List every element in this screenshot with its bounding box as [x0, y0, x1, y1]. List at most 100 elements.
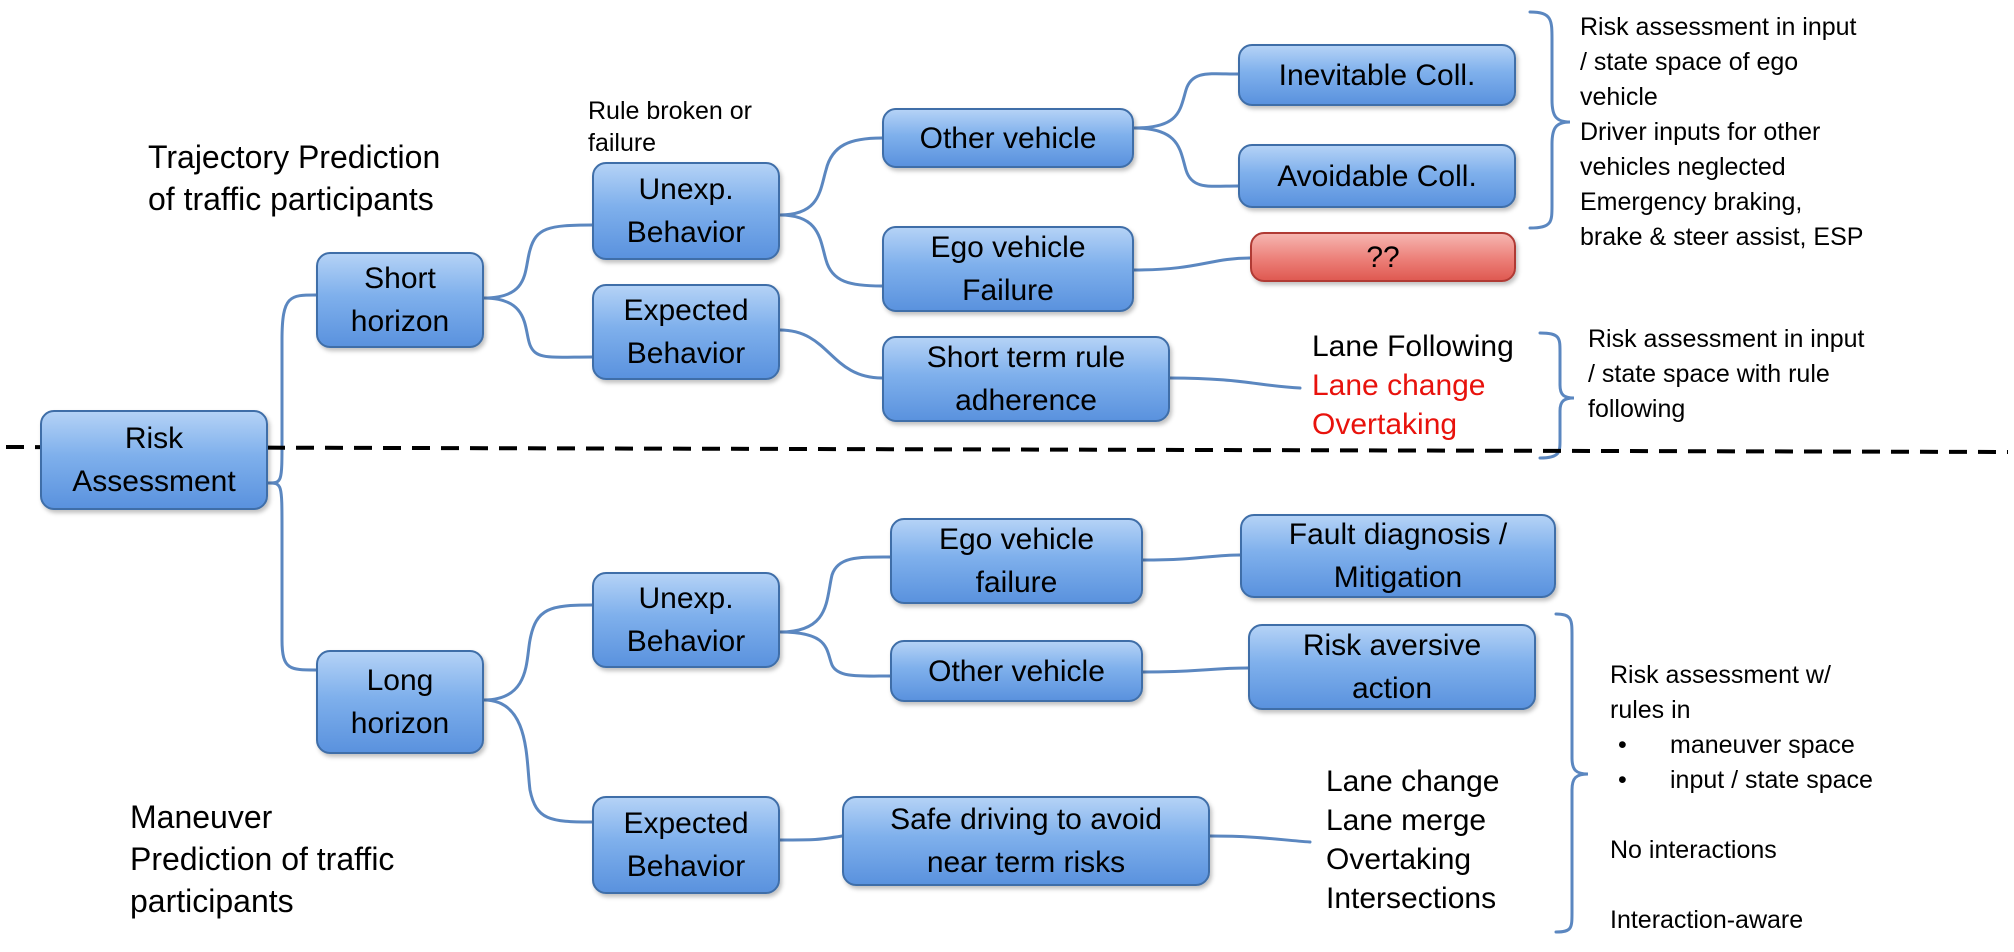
- node-safe-driving: Safe driving to avoid near term risks: [842, 796, 1210, 886]
- node-risk-aversive-line-2: action: [1351, 672, 1433, 705]
- mid-maneuver-lane-following: Lane Following: [1312, 330, 1514, 363]
- heading-maneuver: Maneuver Prediction of traffic participa…: [130, 796, 394, 922]
- connector-safe-maneuvers: [1208, 834, 1312, 844]
- node-fault-diagnosis-line-2: Mitigation: [1333, 561, 1463, 594]
- node-short-unexp-line-2: Behavior: [626, 216, 746, 249]
- node-short-term-rule-line-1: Short term rule: [926, 341, 1126, 374]
- connector-risk-short: [266, 293, 318, 485]
- node-long-ego-failure-line-2: failure: [975, 566, 1058, 599]
- node-risk-aversive-line-1: Risk aversive: [1302, 629, 1482, 662]
- node-short-ego-failure: Ego vehicle Failure: [882, 226, 1134, 312]
- annotation-top-right: Risk assessment in input / state space o…: [1580, 10, 1863, 255]
- brace-mid-right: [1538, 331, 1575, 460]
- annotation-top-right-line-6: Emergency braking,: [1580, 188, 1803, 216]
- node-risk-assessment: Risk Assessment: [40, 410, 268, 510]
- node-unknown-label: ??: [1366, 240, 1400, 274]
- node-long-ego-failure: Ego vehicle failure: [890, 518, 1143, 604]
- annotation-top-right-line-5: vehicles neglected: [1580, 153, 1786, 181]
- connector-unexp-other: [778, 136, 884, 217]
- node-fault-diagnosis-line-1: Fault diagnosis /: [1288, 518, 1508, 551]
- connector-ego-fault: [1141, 553, 1242, 562]
- connector-ego-unknown: [1132, 256, 1252, 272]
- node-inevitable-coll: Inevitable Coll.: [1238, 44, 1516, 106]
- node-short-expected-line-1: Expected: [623, 294, 749, 327]
- connector-lunexp-ego: [778, 555, 892, 634]
- annotation-rule-broken-line-1: Rule broken or: [588, 97, 752, 125]
- node-long-unexp-behavior: Unexp. Behavior: [592, 572, 780, 668]
- connector-unexp-ego: [778, 213, 884, 288]
- node-long-horizon-line-1: Long: [366, 664, 434, 697]
- annotation-rule-broken-line-2: failure: [588, 129, 657, 157]
- node-risk-assessment-line-2: Assessment: [72, 465, 236, 498]
- connector-long-expected: [482, 698, 594, 824]
- connector-other-avoidable: [1132, 126, 1240, 188]
- annotation-rule-broken: Rule broken or failure: [588, 95, 752, 159]
- node-short-expected-line-2: Behavior: [626, 337, 746, 370]
- annotation-mid-right: Risk assessment in input / state space w…: [1588, 322, 1865, 427]
- node-long-unexp-line-2: Behavior: [626, 625, 746, 658]
- connector-expected-rule: [778, 328, 884, 380]
- node-short-horizon: Short horizon: [316, 252, 484, 348]
- node-long-horizon: Long horizon: [316, 650, 484, 754]
- connector-other-inevitable: [1132, 72, 1240, 130]
- heading-trajectory-line-1: Trajectory Prediction: [148, 139, 441, 175]
- bottom-right-bullet-2-text: input / state space: [1670, 766, 1873, 794]
- bottom-right-bullet-1: • maneuver space: [1610, 728, 1873, 763]
- node-long-ego-failure-line-1: Ego vehicle: [938, 523, 1095, 556]
- heading-maneuver-line-1: Maneuver: [130, 799, 273, 835]
- node-short-other-vehicle: Other vehicle: [882, 108, 1134, 168]
- annotation-mid-right-line-2: / state space with rule: [1588, 360, 1830, 388]
- annotation-bottom-right: Risk assessment w/ rules in • maneuver sp…: [1610, 658, 1873, 938]
- node-short-term-rule-line-2: adherence: [955, 384, 1097, 417]
- node-short-ego-failure-line-1: Ego vehicle: [930, 231, 1086, 264]
- node-short-horizon-line-2: horizon: [350, 305, 450, 338]
- node-long-expected-behavior: Expected Behavior: [592, 796, 780, 894]
- node-risk-assessment-line-1: Risk: [124, 422, 184, 455]
- connector-short-expected: [482, 296, 594, 359]
- node-avoidable-coll: Avoidable Coll.: [1238, 144, 1516, 208]
- node-long-other-vehicle: Other vehicle: [890, 640, 1143, 702]
- node-short-unexp-behavior: Unexp. Behavior: [592, 162, 780, 260]
- brace-top-right: [1528, 10, 1571, 230]
- node-short-term-rule: Short term rule adherence: [882, 336, 1170, 422]
- divider-dashed-line: [5, 445, 2009, 454]
- bullet-dot-icon: •: [1618, 731, 1627, 759]
- annotation-mid-right-line-3: following: [1588, 395, 1686, 423]
- bottom-maneuver-intersections: Intersections: [1326, 882, 1497, 915]
- bottom-maneuver-overtaking: Overtaking: [1326, 843, 1472, 876]
- connector-lexpected-safe: [778, 834, 844, 842]
- mid-maneuver-lane-change: Lane change: [1312, 369, 1486, 402]
- annotation-bottom-maneuvers: Lane change Lane merge Overtaking Inters…: [1326, 762, 1500, 918]
- heading-trajectory: Trajectory Prediction of traffic partici…: [148, 136, 440, 220]
- bottom-right-bullet-2: • input / state space: [1610, 763, 1873, 798]
- bottom-right-intro-line-2: rules in: [1610, 696, 1691, 724]
- connector-short-unexp: [482, 223, 594, 300]
- bottom-maneuver-lane-change: Lane change: [1326, 765, 1500, 798]
- node-long-unexp-line-1: Unexp.: [638, 582, 734, 615]
- node-short-other-vehicle-label: Other vehicle: [919, 121, 1097, 155]
- node-short-expected-behavior: Expected Behavior: [592, 284, 780, 380]
- connector-rule-maneuvers: [1168, 376, 1302, 390]
- node-long-expected-line-2: Behavior: [626, 850, 746, 883]
- bottom-maneuver-lane-merge: Lane merge: [1326, 804, 1487, 837]
- heading-maneuver-line-2: Prediction of traffic: [130, 841, 395, 877]
- annotation-top-right-line-2: / state space of ego: [1580, 48, 1799, 76]
- heading-trajectory-line-2: of traffic participants: [148, 181, 434, 217]
- node-short-unexp-line-1: Unexp.: [638, 173, 734, 206]
- annotation-top-right-line-7: brake & steer assist, ESP: [1580, 223, 1864, 251]
- node-avoidable-coll-label: Avoidable Coll.: [1277, 159, 1477, 193]
- mid-maneuver-overtaking: Overtaking: [1312, 408, 1458, 441]
- bottom-right-intro-line-1: Risk assessment w/: [1610, 661, 1831, 689]
- node-fault-diagnosis: Fault diagnosis / Mitigation: [1240, 514, 1556, 598]
- annotation-mid-right-line-1: Risk assessment in input: [1588, 325, 1865, 353]
- bullet-dot-icon: •: [1618, 766, 1627, 794]
- node-short-horizon-line-1: Short: [364, 262, 436, 295]
- brace-bottom-right: [1554, 612, 1589, 934]
- node-long-horizon-line-2: horizon: [350, 707, 450, 740]
- connector-risk-long: [266, 481, 318, 672]
- bottom-right-bullet-1-text: maneuver space: [1670, 731, 1855, 759]
- node-safe-driving-line-2: near term risks: [926, 846, 1126, 879]
- node-safe-driving-line-1: Safe driving to avoid: [890, 803, 1162, 836]
- node-risk-aversive: Risk aversive action: [1248, 624, 1536, 710]
- heading-maneuver-line-3: participants: [130, 883, 294, 919]
